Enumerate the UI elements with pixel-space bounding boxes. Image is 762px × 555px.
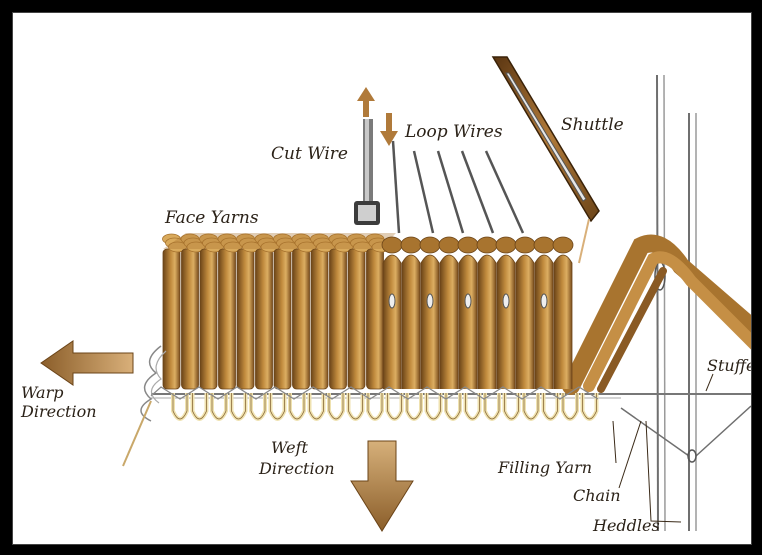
weft-direction-arrow-icon [351, 441, 413, 531]
label-weft-line2: Direction [258, 459, 335, 478]
loop-pile-tuft [440, 255, 458, 389]
label-cut-wire: Cut Wire [271, 144, 348, 164]
cut-pile-tuft [293, 249, 310, 389]
cut-pile-tuft [348, 249, 365, 389]
carpet-weaving-illustration: Cut Wire Loop Wires Shuttle Face Yarns W… [13, 13, 751, 544]
loop-pile-tuft [402, 255, 420, 389]
cut-pile-tuft [163, 249, 180, 389]
cut-pile-tuft [311, 249, 328, 389]
loop-pile-tuft [554, 255, 572, 389]
cut-pile-tuft [367, 249, 384, 389]
label-chain: Chain [573, 486, 621, 505]
cut-pile-tuft [237, 249, 254, 389]
label-filling-yarn: Filling Yarn [497, 458, 592, 477]
label-heddles: Heddles [592, 516, 660, 535]
loop-pile-tuft [535, 255, 553, 389]
up-arrow-icon [357, 87, 375, 117]
cut-pile-tuft [274, 249, 291, 389]
label-shuttle: Shuttle [561, 115, 624, 135]
label-warp-line2: Direction [20, 402, 97, 421]
cut-pile-tuft [182, 249, 199, 389]
shuttle-icon [493, 57, 599, 263]
label-warp-line1: Warp [21, 383, 63, 402]
loop-pile-tuft [497, 255, 515, 389]
cut-pile-tuft [256, 249, 273, 389]
label-stuffer: Stuffer [707, 356, 751, 375]
label-loop-wires: Loop Wires [404, 122, 503, 142]
cut-pile-tuft [200, 249, 217, 389]
loop-pile-tuft [383, 255, 401, 389]
cut-wire-tool [354, 119, 380, 225]
down-arrow-icon [380, 113, 398, 146]
loop-pile-tuft [478, 255, 496, 389]
diagram-frame: Cut Wire Loop Wires Shuttle Face Yarns W… [12, 12, 752, 545]
loop-pile-tuft [516, 255, 534, 389]
loop-wires [393, 141, 523, 233]
loop-pile-tuft [421, 255, 439, 389]
carpet-pile-block [163, 233, 574, 389]
loop-pile-tuft [459, 255, 477, 389]
warp-direction-arrow-icon [41, 341, 133, 385]
leader-lines [613, 374, 713, 522]
cut-pile-tuft [219, 249, 236, 389]
label-face-yarns: Face Yarns [164, 208, 259, 228]
cut-pile-tuft [330, 249, 347, 389]
label-weft-line1: Weft [271, 438, 309, 457]
filling-yarn-loops [151, 387, 598, 419]
